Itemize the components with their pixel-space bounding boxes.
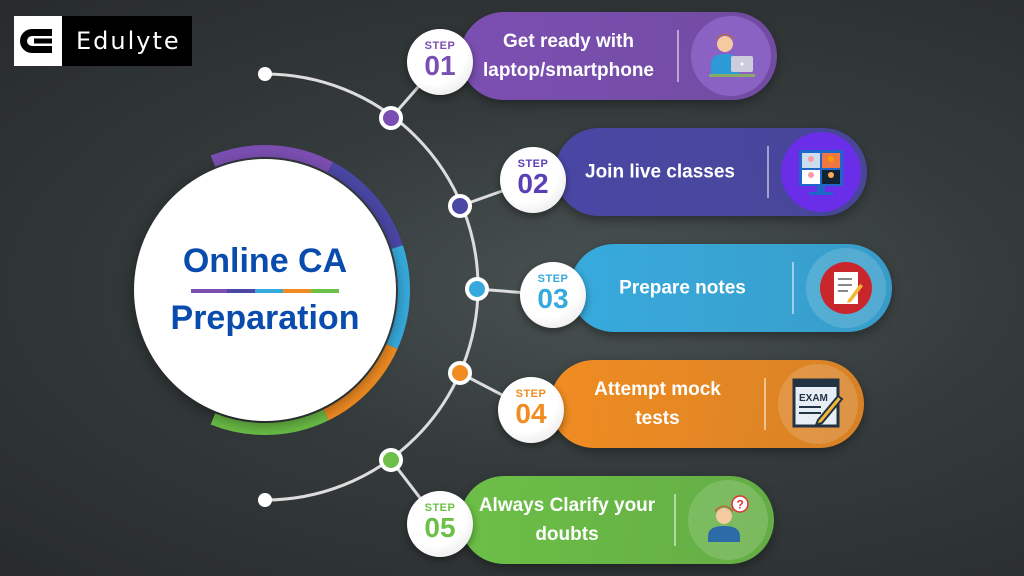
- separator: [767, 146, 769, 198]
- step-label: STEP: [517, 158, 549, 170]
- timeline-end-dot: [258, 493, 272, 507]
- svg-text:EXAM: EXAM: [799, 393, 828, 404]
- step-text: Always Clarify your doubts: [470, 491, 664, 549]
- step-text-line: Join live classes: [585, 161, 735, 183]
- exam-icon: EXAM: [778, 364, 858, 444]
- timeline-node: [379, 448, 403, 472]
- timeline-node: [448, 194, 472, 218]
- step-label: STEP: [515, 388, 547, 400]
- step-text: Join live classes: [563, 158, 757, 187]
- separator: [677, 30, 679, 82]
- title-line-2: Preparation: [170, 299, 360, 337]
- step-text-line: doubts: [535, 524, 599, 545]
- separator: [764, 378, 766, 430]
- step-text-line: Attempt mock: [594, 379, 721, 400]
- step-text: Get ready with laptop/smartphone: [470, 27, 667, 85]
- step-label: STEP: [424, 502, 456, 514]
- edulyte-logo: Edulyte: [14, 16, 192, 66]
- svg-text:?: ?: [737, 498, 744, 512]
- step-text-line: Get ready with: [503, 31, 634, 52]
- step-4-card: Attempt mock tests EXAM: [550, 360, 864, 448]
- step-text-line: Prepare notes: [619, 277, 746, 299]
- step-number: 03: [537, 283, 569, 314]
- person-laptop-icon: [691, 16, 771, 96]
- step-number: 01: [424, 50, 456, 81]
- step-2-card: Join live classes: [555, 128, 867, 216]
- title-color-bar: [191, 289, 339, 293]
- timeline-start-dot: [258, 67, 272, 81]
- step-number: 04: [515, 398, 547, 429]
- timeline-node: [465, 277, 489, 301]
- step-text-line: tests: [635, 408, 680, 429]
- separator: [674, 494, 676, 546]
- step-number: 05: [424, 512, 456, 543]
- separator: [792, 262, 794, 314]
- ring-segment: [327, 161, 403, 249]
- video-conference-icon: [781, 132, 861, 212]
- step-number: 02: [517, 168, 549, 199]
- step-label: STEP: [537, 273, 569, 285]
- step-1-card: Get ready with laptop/smartphone: [460, 12, 777, 100]
- center-title-circle: Online CA Preparation: [135, 160, 395, 420]
- step-5-card: Always Clarify your doubts ?: [460, 476, 774, 564]
- timeline-node: [379, 106, 403, 130]
- logo-mark-icon: [14, 16, 62, 66]
- ring-segment: [210, 145, 334, 173]
- person-question-icon: ?: [688, 480, 768, 560]
- ring-segment: [210, 409, 329, 435]
- ring-segment: [386, 245, 410, 349]
- step-3-card: Prepare notes: [570, 244, 892, 332]
- step-text: Attempt mock tests: [561, 375, 754, 433]
- ring-segment: [323, 343, 398, 421]
- step-text: Prepare notes: [583, 274, 782, 303]
- step-text-line: Always Clarify your: [478, 495, 656, 516]
- title-line-1: Online CA: [182, 242, 348, 280]
- timeline-node: [448, 361, 472, 385]
- notes-icon: [806, 248, 886, 328]
- step-text-line: laptop/smartphone: [482, 60, 654, 81]
- step-label: STEP: [424, 40, 456, 52]
- logo-text: Edulyte: [76, 27, 181, 55]
